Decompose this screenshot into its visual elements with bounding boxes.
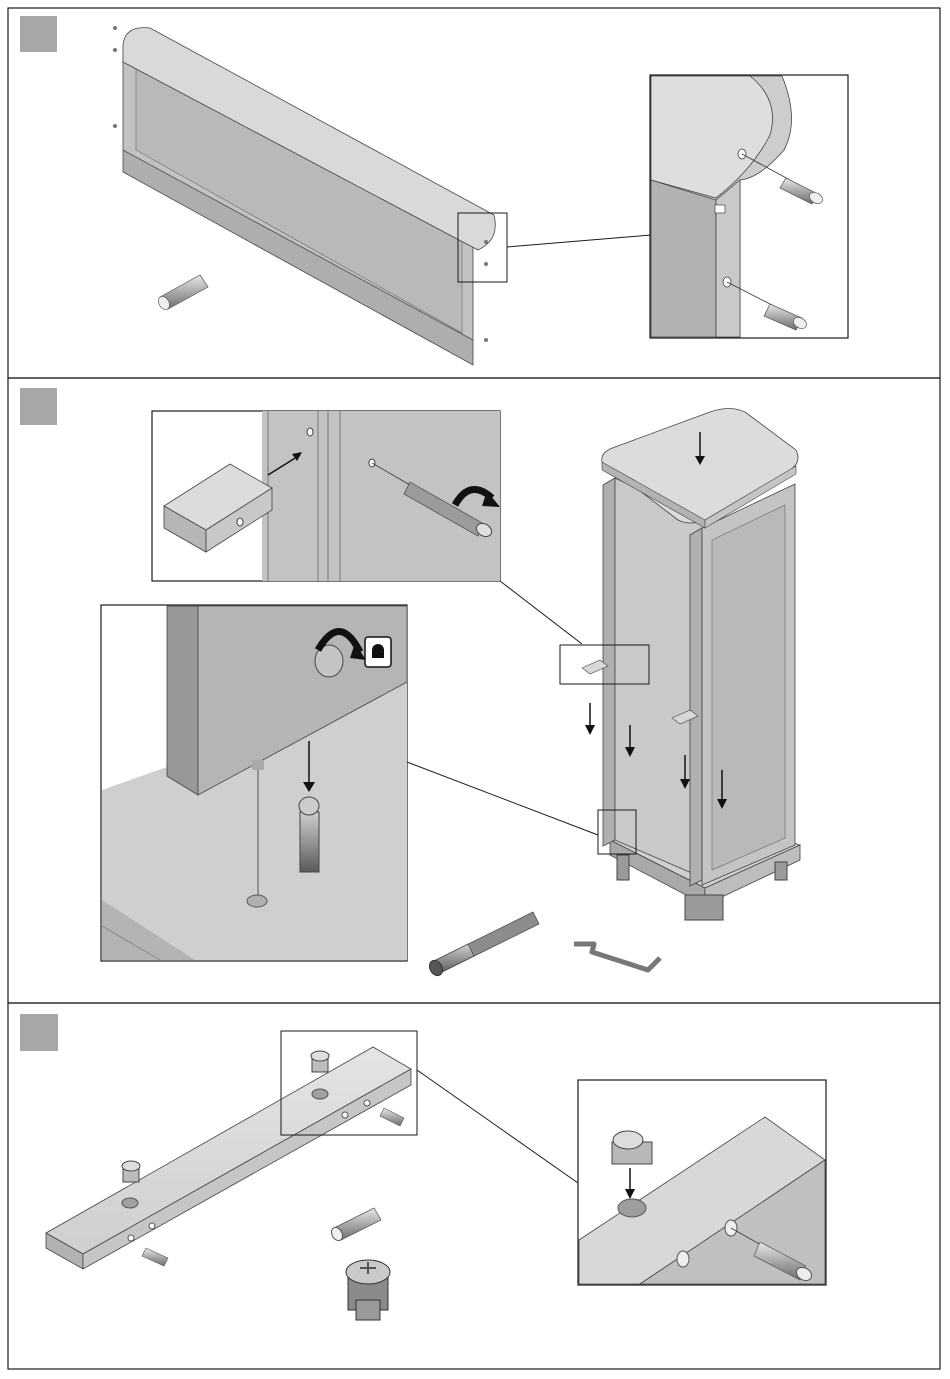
wooden-dowel-icon bbox=[156, 275, 208, 312]
headboard-panel bbox=[123, 28, 495, 365]
step-3-panel bbox=[8, 1003, 940, 1369]
step-2-badge-icon bbox=[20, 388, 57, 425]
cam-lock-large-icon bbox=[346, 1260, 390, 1320]
step-3-badge-icon bbox=[20, 1014, 58, 1051]
callout-leader-line bbox=[417, 1070, 578, 1183]
callout-leader-line bbox=[500, 581, 582, 644]
cam-detail-zoom bbox=[101, 605, 407, 961]
callout-leader-line bbox=[507, 235, 651, 247]
wooden-dowel-icon bbox=[329, 1208, 381, 1243]
wooden-rail bbox=[46, 1047, 411, 1269]
rail-detail-zoom bbox=[578, 1080, 826, 1285]
edge-detail-zoom bbox=[650, 75, 848, 338]
allen-key-icon bbox=[574, 944, 660, 970]
step-1-badge-icon bbox=[20, 16, 57, 52]
step-2-panel bbox=[8, 378, 940, 1003]
cabinet-carcass bbox=[560, 409, 800, 921]
callout-leader-line bbox=[407, 762, 598, 835]
connector-bolt-icon bbox=[427, 912, 539, 978]
step-1-panel bbox=[8, 8, 940, 378]
bolt-detail-zoom bbox=[152, 411, 500, 581]
